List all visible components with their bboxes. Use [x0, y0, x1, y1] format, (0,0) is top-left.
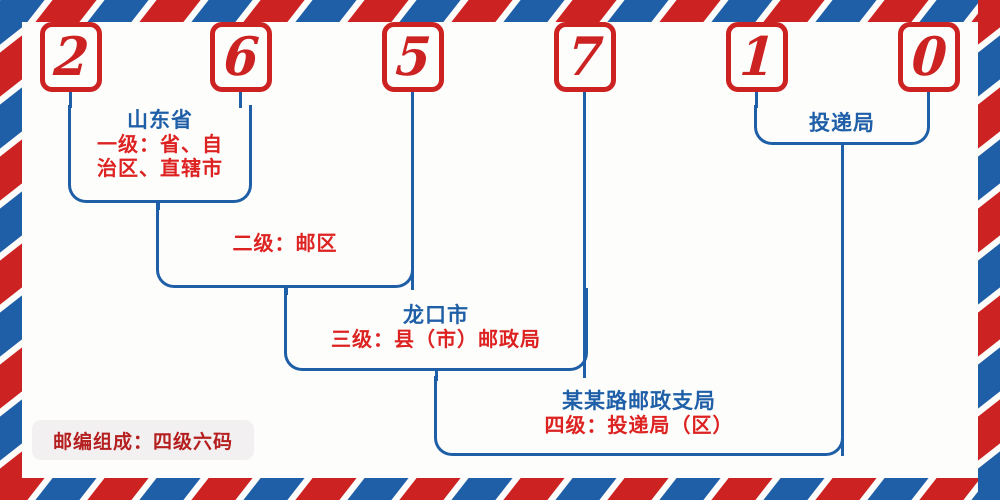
digit-glyph: 0	[909, 25, 949, 88]
digit-glyph: 2	[51, 25, 91, 88]
callout-title: 某某路邮政支局	[562, 389, 716, 413]
connector-digit4-stem	[583, 90, 586, 378]
connector-level3-to-level4	[435, 369, 438, 381]
connector-digit6-stem	[927, 90, 930, 108]
postcode-digit-6: 0	[898, 22, 960, 92]
postcode-digit-1: 2	[40, 22, 102, 92]
envelope-border-bottom	[0, 478, 1000, 500]
callout-title: 山东省	[127, 108, 193, 132]
postcode-digit-3: 5	[382, 22, 444, 92]
legend-label: 邮编组成：四级六码	[52, 431, 233, 453]
postcode-digit-2: 6	[210, 22, 272, 92]
callout-level-1: 山东省 一级：省、自 治区、直辖市	[68, 105, 252, 203]
connector-digit3-stem	[411, 90, 414, 290]
digit-glyph: 7	[565, 25, 605, 88]
postcode-digit-5: 1	[726, 22, 788, 92]
callout-subtitle-line-1: 一级：省、自	[97, 133, 223, 156]
callout-subtitle-line-2: 治区、直辖市	[97, 157, 223, 180]
connector-delivery-office-to-level4	[841, 144, 844, 456]
envelope-border-top	[0, 0, 1000, 22]
connector-digit2-stem	[239, 90, 242, 108]
callout-subtitle-line-1: 二级：邮区	[232, 233, 338, 255]
connector-digit1-stem	[69, 90, 72, 108]
envelope-border-left	[0, 0, 22, 500]
callout-level-3: 龙口市 三级：县（市）邮政局	[284, 288, 588, 371]
callout-title: 龙口市	[403, 303, 469, 327]
digit-glyph: 1	[737, 25, 777, 88]
legend-postcode-composition: 邮编组成：四级六码	[32, 420, 254, 460]
callout-title: 投递局	[809, 110, 875, 135]
callout-subtitle-line-1: 三级：县（市）邮政局	[331, 328, 541, 351]
callout-level-4: 某某路邮政支局 四级：投递局（区）	[434, 376, 844, 456]
callout-subtitle-line-1: 四级：投递局（区）	[544, 414, 734, 437]
callout-level-2: 二级：邮区	[156, 203, 414, 288]
callout-delivery-office: 投递局	[754, 105, 930, 145]
digit-glyph: 6	[221, 25, 261, 88]
connector-digit5-stem	[755, 90, 758, 108]
postcode-digit-4: 7	[554, 22, 616, 92]
digit-glyph: 5	[393, 25, 433, 88]
envelope-border-right	[978, 0, 1000, 500]
